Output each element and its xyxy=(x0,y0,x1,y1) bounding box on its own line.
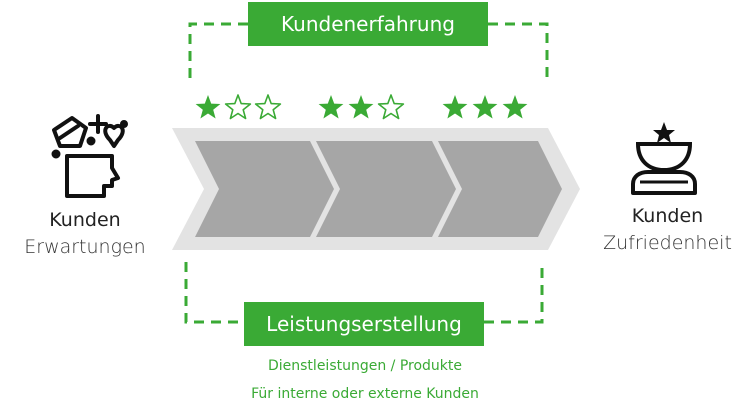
bottom-connector xyxy=(184,262,544,324)
right-title: Kunden xyxy=(631,205,704,227)
star-outline-icon xyxy=(224,94,252,120)
star-ratings xyxy=(195,94,528,120)
star-outline-icon xyxy=(377,94,405,120)
chevron-stage-3 xyxy=(438,141,562,237)
customer-expectations-icon xyxy=(51,114,128,198)
satisfied-customer-icon xyxy=(631,122,697,195)
output-line-2: Für interne oder externe Kunden xyxy=(251,386,479,402)
dashed-connectors xyxy=(184,22,549,324)
top-connector xyxy=(188,22,549,78)
star-filled-icon xyxy=(502,95,528,119)
right-subtitle: Zufriedenheit xyxy=(603,232,732,254)
star-rating-stage-1 xyxy=(195,94,282,120)
customer-expectations-text: Kunden Erwartungen xyxy=(10,207,160,261)
star-filled-icon xyxy=(442,95,468,119)
customer-satisfaction-text: Kunden Zufriedenheit xyxy=(585,203,750,257)
star-outline-icon xyxy=(254,94,282,120)
star-filled-icon xyxy=(318,95,344,119)
star-filled-icon xyxy=(472,95,498,119)
star-filled-icon xyxy=(195,95,221,119)
left-title: Kunden xyxy=(49,209,121,231)
chevron-stage-2 xyxy=(316,141,456,237)
star-rating-stage-3 xyxy=(442,95,528,119)
chevron-stage-1 xyxy=(195,141,334,237)
left-subtitle: Erwartungen xyxy=(24,236,146,258)
output-line-1: Dienstleistungen / Produkte xyxy=(267,358,463,374)
customer-experience-label: Kundenerfahrung xyxy=(248,2,488,46)
service-delivery-label: Leistungserstellung xyxy=(244,302,484,346)
star-filled-icon xyxy=(348,95,374,119)
star-rating-stage-2 xyxy=(318,94,405,120)
